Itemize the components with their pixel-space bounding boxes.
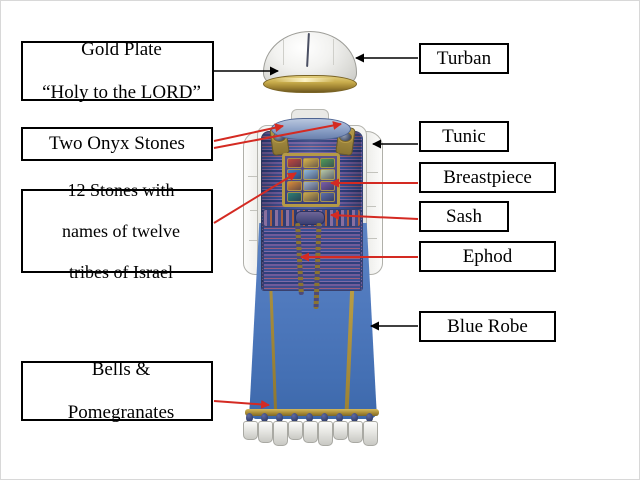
bell [333, 421, 348, 440]
breastpiece-stone [303, 180, 319, 191]
label-turban[interactable]: Turban [419, 43, 509, 74]
bell [258, 421, 273, 443]
breastpiece-stone [303, 191, 319, 202]
label-gold-plate[interactable]: Gold Plate “Holy to the LORD” [21, 38, 214, 103]
sash-knot [295, 211, 325, 225]
label-bells-pomegranates-line1: Bells & [91, 358, 151, 380]
pomegranate [366, 413, 373, 422]
label-sash[interactable]: Sash [419, 201, 509, 232]
label-twelve-stones[interactable]: 12 Stones with names of twelve tribes of… [21, 180, 213, 282]
label-twelve-stones-line1: 12 Stones with [67, 179, 175, 200]
label-tunic-text: Tunic [442, 125, 486, 147]
turban-crease [333, 39, 334, 65]
label-ephod[interactable]: Ephod [419, 241, 556, 272]
breastpiece-stone [303, 169, 319, 180]
gold-plate-highlight [275, 78, 335, 82]
bell [273, 421, 288, 446]
breastpiece-stone [319, 169, 335, 180]
breastpiece-stone [319, 191, 335, 202]
label-blue-robe[interactable]: Blue Robe [419, 311, 556, 342]
label-tunic[interactable]: Tunic [419, 121, 509, 152]
label-twelve-stones-line3: tribes of Israel [69, 261, 173, 282]
label-breastpiece-text: Breastpiece [443, 166, 532, 188]
bell [348, 421, 363, 443]
pomegranate [306, 413, 313, 422]
label-sash-text: Sash [446, 205, 482, 227]
label-turban-text: Turban [436, 47, 492, 69]
bell [303, 421, 318, 443]
breastpiece-stone [287, 191, 303, 202]
label-bells-pomegranates-line2: Pomegranates [67, 401, 175, 423]
label-two-onyx-stones[interactable]: Two Onyx Stones [21, 127, 213, 161]
label-ephod-text: Ephod [462, 245, 513, 267]
label-twelve-stones-line2: names of twelve [62, 220, 180, 241]
bell [363, 421, 378, 446]
pomegranate [336, 413, 343, 422]
high-priest-illustration [213, 13, 413, 446]
bells-and-pomegranates [243, 413, 381, 447]
pomegranate [351, 413, 358, 422]
label-two-onyx-stones-text: Two Onyx Stones [49, 133, 185, 155]
label-gold-plate-line1: Gold Plate [81, 38, 162, 60]
breastpiece-stone [287, 158, 303, 169]
pomegranate [246, 413, 253, 422]
pomegranate [291, 413, 298, 422]
label-gold-plate-line2: “Holy to the LORD” [42, 81, 201, 103]
pomegranate [276, 413, 283, 422]
breastpiece-stone [319, 158, 335, 169]
label-bells-pomegranates[interactable]: Bells & Pomegranates [21, 358, 213, 423]
label-blue-robe-text: Blue Robe [447, 315, 528, 337]
turban-crease [283, 39, 284, 65]
bell [318, 421, 333, 446]
label-breastpiece[interactable]: Breastpiece [419, 162, 556, 193]
bell [243, 421, 258, 440]
pomegranate [321, 413, 328, 422]
bell [288, 421, 303, 440]
breastpiece-stone [287, 180, 303, 191]
breastpiece-stone [303, 158, 319, 169]
pomegranate [261, 413, 268, 422]
robe-hem [245, 409, 379, 416]
